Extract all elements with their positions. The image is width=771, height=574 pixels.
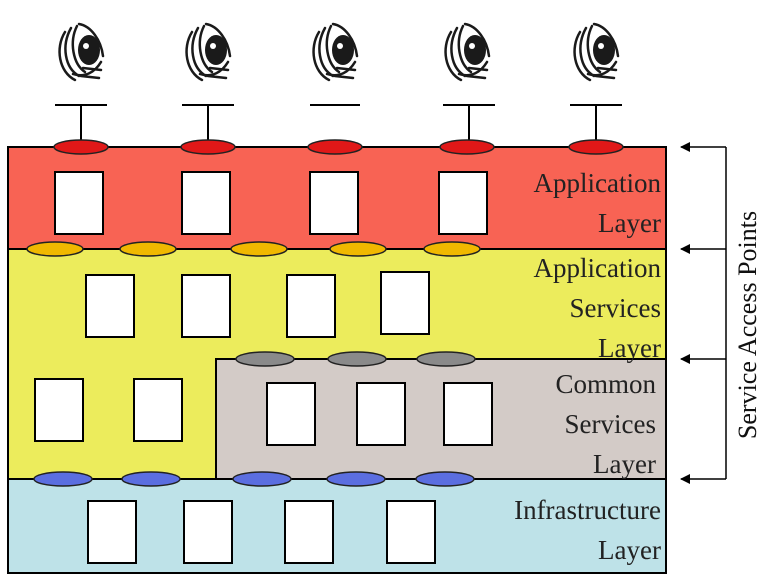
- eye-icon: [58, 22, 105, 82]
- service-access-point: [33, 471, 93, 487]
- service-access-point: [119, 241, 177, 257]
- service-access-point: [329, 241, 387, 257]
- service-access-point: [53, 139, 109, 155]
- infrastructure-components: [87, 500, 436, 564]
- component-box: [284, 500, 334, 564]
- common-services-access-points: [235, 351, 476, 367]
- service-access-point: [121, 471, 181, 487]
- service-access-point: [326, 471, 386, 487]
- service-access-point: [568, 139, 624, 155]
- component-box: [85, 274, 135, 338]
- service-access-point: [230, 241, 288, 257]
- component-box: [87, 500, 137, 564]
- service-access-point: [26, 241, 84, 257]
- component-box: [356, 382, 406, 446]
- service-access-points-label: Service Access Points: [733, 210, 762, 440]
- service-access-point: [439, 139, 495, 155]
- eye-icon: [312, 22, 359, 82]
- service-access-point: [416, 351, 476, 367]
- component-box: [380, 271, 430, 335]
- application-services-components: [34, 271, 430, 442]
- user-stems: [55, 104, 622, 140]
- component-box: [438, 171, 488, 235]
- component-box: [309, 171, 359, 235]
- common-services-components: [266, 382, 493, 446]
- service-access-point: [235, 351, 295, 367]
- eye-icon: [573, 22, 620, 82]
- service-access-point: [415, 471, 475, 487]
- common-services-layer-label: Common Services Layer: [555, 369, 656, 479]
- service-access-point: [232, 471, 292, 487]
- service-access-bracket: [680, 142, 727, 484]
- component-box: [266, 382, 316, 446]
- eye-icon: [444, 22, 491, 82]
- component-box: [181, 274, 231, 338]
- service-access-point: [423, 241, 481, 257]
- service-access-point: [307, 139, 363, 155]
- infrastructure-access-points: [33, 471, 475, 487]
- service-access-point: [180, 139, 236, 155]
- application-access-points: [53, 139, 624, 155]
- component-box: [133, 378, 183, 442]
- component-box: [386, 500, 436, 564]
- service-access-point: [327, 351, 387, 367]
- component-box: [286, 274, 336, 338]
- component-box: [54, 171, 104, 235]
- infrastructure-layer-label: Infrastructure Layer: [514, 495, 661, 565]
- application-services-layer-label: Application Services Layer: [533, 253, 661, 363]
- application-services-access-points: [26, 241, 481, 257]
- eye-icons: [58, 22, 620, 82]
- application-layer-label: Application Layer: [533, 168, 661, 238]
- component-box: [183, 500, 233, 564]
- eye-icon: [185, 22, 232, 82]
- component-box: [443, 382, 493, 446]
- component-box: [34, 378, 84, 442]
- component-box: [181, 171, 231, 235]
- application-components: [54, 171, 488, 235]
